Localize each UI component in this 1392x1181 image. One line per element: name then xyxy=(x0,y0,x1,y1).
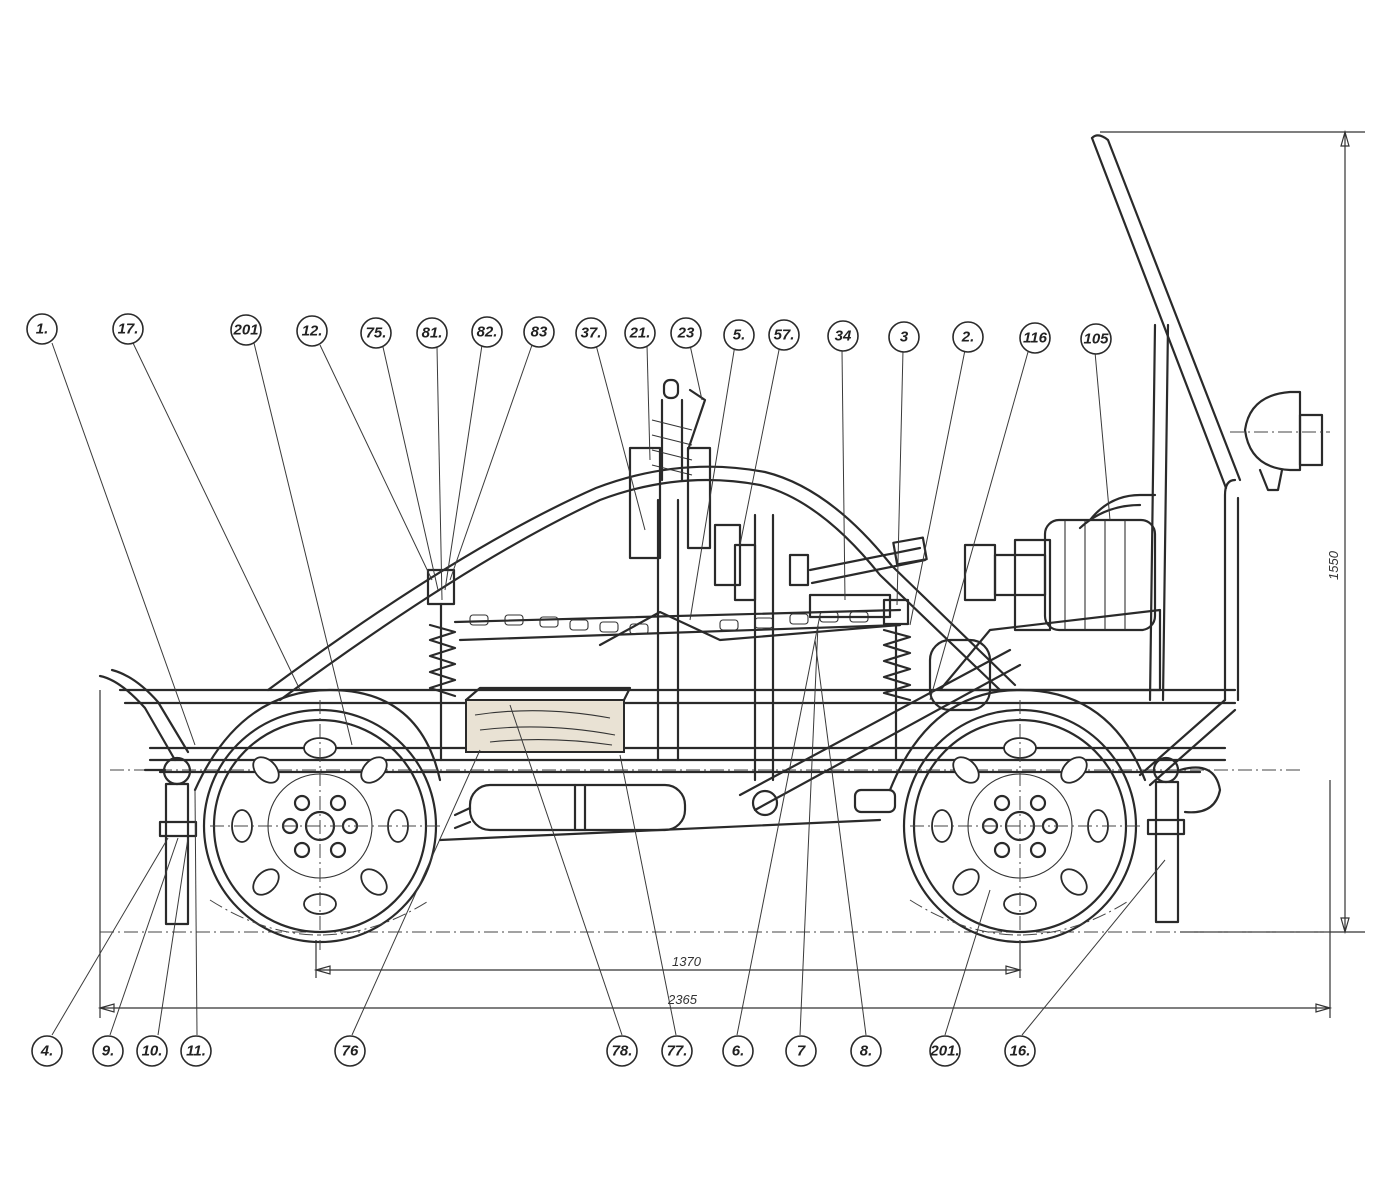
callout-label: 5. xyxy=(733,327,746,344)
callout-label: 81. xyxy=(422,325,443,342)
callout-label: 11. xyxy=(186,1043,206,1060)
leader-lines xyxy=(51,342,1166,1036)
callout-label: 82. xyxy=(477,324,498,341)
chassis-frame xyxy=(98,134,1242,812)
callout-label: 2. xyxy=(961,329,975,346)
battery-box xyxy=(464,686,632,753)
callouts-bottom: 4. 9. 10. 11. 76 78. 77. 6. 7 8. 201. 16… xyxy=(31,1035,1036,1067)
callout-label: 105 xyxy=(1083,331,1109,348)
callout-label: 7 xyxy=(797,1043,806,1060)
callout-label: 201 xyxy=(232,322,258,339)
callout-label: 4. xyxy=(40,1043,54,1060)
callout-label: 16. xyxy=(1010,1043,1031,1060)
callout-label: 83 xyxy=(531,324,548,341)
callout-label: 17. xyxy=(118,321,139,338)
callout-label: 23 xyxy=(677,325,695,342)
callout-label: 75. xyxy=(366,325,387,342)
callout-label: 8. xyxy=(860,1043,873,1060)
callout-label: 9. xyxy=(102,1043,115,1060)
front-suspension-spring xyxy=(426,568,457,762)
steering-column xyxy=(628,378,712,560)
exhaust-silencer xyxy=(438,783,897,842)
callout-label: 10. xyxy=(142,1043,163,1060)
rear-post xyxy=(1146,756,1222,924)
callout-label: 6. xyxy=(732,1043,745,1060)
overall-length-dimension-label: 2365 xyxy=(667,992,698,1007)
callout-label: 12. xyxy=(302,323,323,340)
front-wheel xyxy=(193,688,442,950)
headlamp xyxy=(1230,390,1330,492)
callout-label: 78. xyxy=(612,1043,633,1060)
callout-label: 116 xyxy=(1023,330,1048,347)
front-post xyxy=(143,756,198,926)
callout-label: 201. xyxy=(929,1043,959,1060)
callout-label: 77. xyxy=(667,1043,688,1060)
rear-wheel xyxy=(888,688,1147,950)
dimension-lines xyxy=(97,129,1365,1018)
callout-label: 1. xyxy=(36,321,49,338)
callout-label: 34 xyxy=(835,328,852,345)
callout-label: 57. xyxy=(774,327,795,344)
carburettor-assembly xyxy=(713,523,928,619)
callouts-top: 1. 17. 201 12. 75. 81. 82. 83 37. 21. 23… xyxy=(26,313,1112,355)
rear-suspension-spring xyxy=(882,598,912,762)
callout-label: 76 xyxy=(342,1043,359,1060)
callout-label: 3 xyxy=(900,329,909,346)
chain-drive xyxy=(453,608,902,647)
callout-label: 21. xyxy=(629,325,651,342)
engine xyxy=(928,493,1162,712)
overall-height-dimension-label: 1550 xyxy=(1326,550,1341,580)
wheelbase-dimension-label: 1370 xyxy=(672,954,702,969)
callout-label: 37. xyxy=(581,325,602,342)
